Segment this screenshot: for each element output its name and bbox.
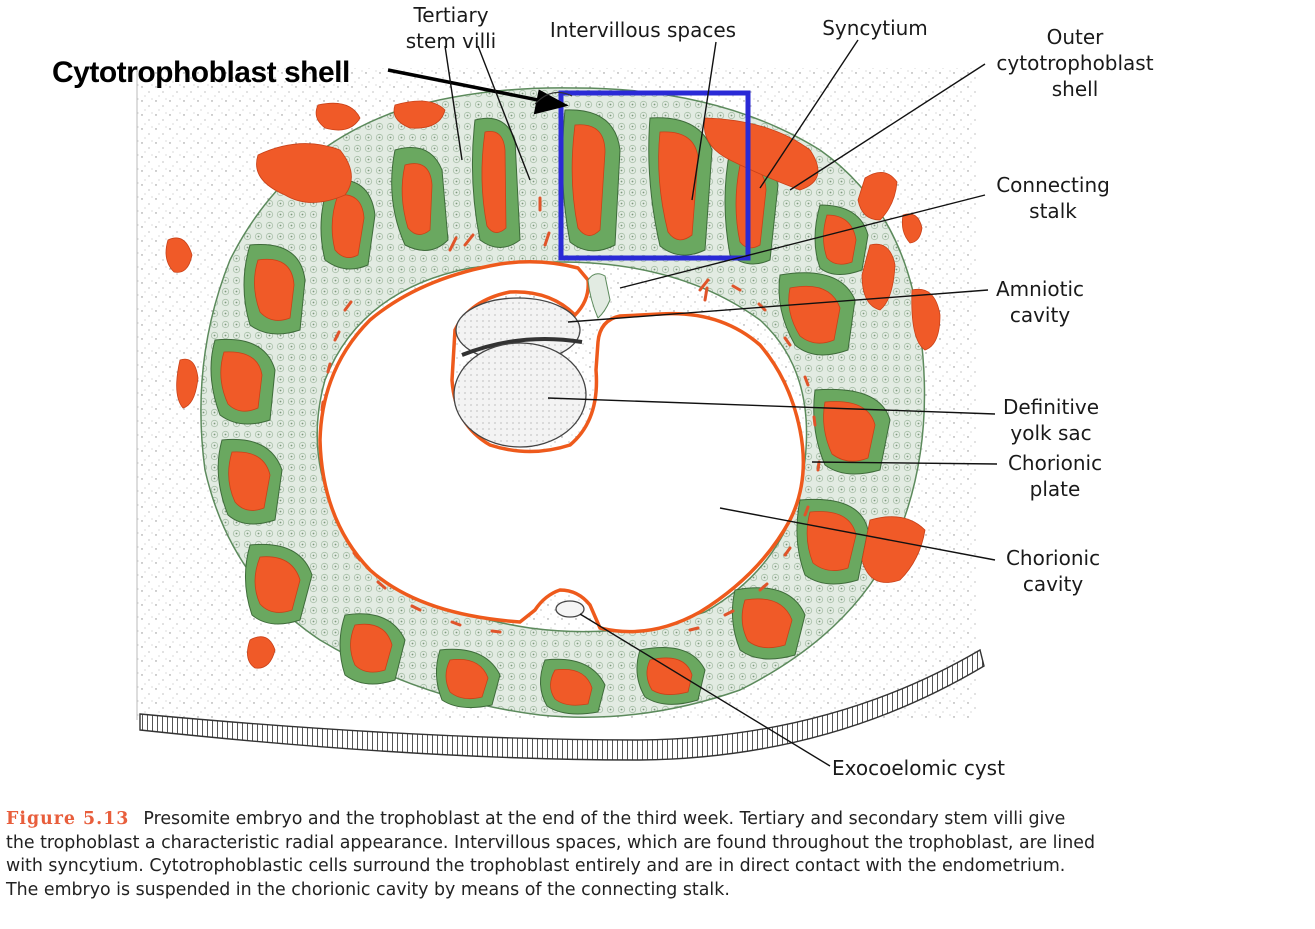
label-line: Definitive <box>1002 395 1100 419</box>
connecting-stalk <box>587 273 611 319</box>
cytotrophoblast-shell-annotation: Cytotrophoblast shell <box>52 56 350 89</box>
label-chorionic-plate: Chorionic plate <box>994 450 1116 502</box>
highlight-box <box>558 90 751 261</box>
label-line: Syncytium <box>822 16 928 40</box>
label-line: cavity <box>1009 303 1071 327</box>
label-line: cytotrophoblast <box>996 51 1154 75</box>
label-line: Intervillous spaces <box>549 18 737 42</box>
label-line: Connecting <box>996 173 1110 197</box>
caption-text: Presomite embryo and the trophoblast at … <box>143 809 1066 829</box>
label-line: Chorionic <box>1005 546 1101 570</box>
exocoelomic-cyst <box>555 600 585 618</box>
label-amniotic-cavity: Amniotic cavity <box>985 276 1095 328</box>
shell-bump <box>534 91 573 105</box>
label-line: stem villi <box>405 29 497 53</box>
label-line: shell <box>1051 77 1099 101</box>
label-outer-cytotrophoblast-shell: Outer cytotrophoblast shell <box>980 24 1170 102</box>
label-line: Outer <box>1046 25 1104 49</box>
caption-line-1: Figure 5.13 Presomite embryo and the trop… <box>6 808 1311 832</box>
label-line: stalk <box>1029 199 1077 223</box>
caption-line-3: with syncytium. Cytotrophoblastic cells … <box>6 856 1066 876</box>
label-line: Tertiary <box>413 3 489 27</box>
label-definitive-yolk-sac: Definitive yolk sac <box>992 394 1110 446</box>
blood-lacunae <box>165 100 941 706</box>
figure-number: Figure 5.13 <box>6 809 130 829</box>
figure-caption: Figure 5.13 Presomite embryo and the trop… <box>6 808 1311 902</box>
label-tertiary-stem-villi: Tertiary stem villi <box>396 2 506 54</box>
label-connecting-stalk: Connecting stalk <box>983 172 1123 224</box>
label-exocoelomic-cyst: Exocoelomic cyst <box>832 755 1042 781</box>
embryo-diagram <box>136 39 998 767</box>
label-line: Chorionic <box>1007 451 1103 475</box>
label-line: cavity <box>1022 572 1084 596</box>
caption-line-2: the trophoblast a characteristic radial … <box>6 832 1096 853</box>
label-line: Amniotic <box>995 277 1085 301</box>
label-line: yolk sac <box>1010 421 1092 445</box>
uterine-wall <box>139 648 985 761</box>
embryonic-disc <box>461 337 583 357</box>
label-syncytium: Syncytium <box>810 15 940 41</box>
leader-lines <box>444 39 998 767</box>
label-intervillous-spaces: Intervillous spaces <box>530 17 756 43</box>
label-line: plate <box>1029 477 1081 501</box>
caption-line-4: The embryo is suspended in the chorionic… <box>6 879 730 900</box>
definitive-yolk-sac <box>453 342 587 448</box>
label-line: Exocoelomic cyst <box>832 756 1005 780</box>
label-chorionic-cavity: Chorionic cavity <box>992 545 1114 597</box>
